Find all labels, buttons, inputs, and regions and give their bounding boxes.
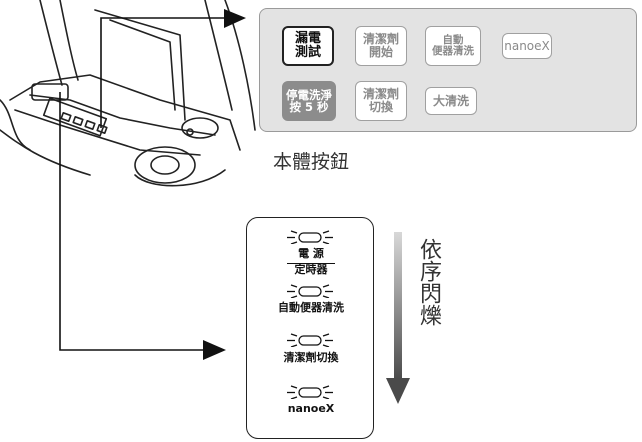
detergent-start-button[interactable]: 清潔劑 開始 xyxy=(355,26,407,66)
indicator-label-nanoex: nanoeX xyxy=(287,402,335,415)
control-panel: 漏電 測試 清潔劑 開始 自動 便器清洗 nanoeX 停電洗淨 按 5 秒 清… xyxy=(259,8,637,132)
indicator-lamp-icon xyxy=(287,230,333,244)
indicator-lamp-icon xyxy=(287,284,333,298)
indicator-label-auto-clean: 自動便器清洗 xyxy=(278,301,344,314)
indicator-lamp-icon xyxy=(287,385,333,399)
sequence-blink-label: 依序閃爍 xyxy=(416,238,441,326)
panel-caption: 本體按鈕 xyxy=(273,151,350,173)
indicator-label-power: 電 源 xyxy=(298,247,324,260)
indicator-lamp-box: 電 源 定時器 自動便器清洗 清潔劑切換 nanoeX xyxy=(246,217,374,439)
detergent-switch-button[interactable]: 清潔劑 切換 xyxy=(355,81,407,121)
leak-test-button[interactable]: 漏電 測試 xyxy=(282,26,334,66)
sequence-down-arrow-icon xyxy=(386,232,410,404)
nanoex-button[interactable]: nanoeX xyxy=(502,33,552,59)
auto-toilet-clean-button[interactable]: 自動 便器清洗 xyxy=(425,26,481,66)
big-clean-button[interactable]: 大清洗 xyxy=(425,87,477,115)
indicator-label-detergent-switch: 清潔劑切換 xyxy=(283,351,339,364)
power-outage-flush-button[interactable]: 停電洗淨 按 5 秒 xyxy=(282,81,336,121)
indicator-label-timer: 定時器 xyxy=(287,263,335,277)
indicator-lamp-icon xyxy=(287,333,333,347)
toilet-control-illustration xyxy=(0,0,256,187)
